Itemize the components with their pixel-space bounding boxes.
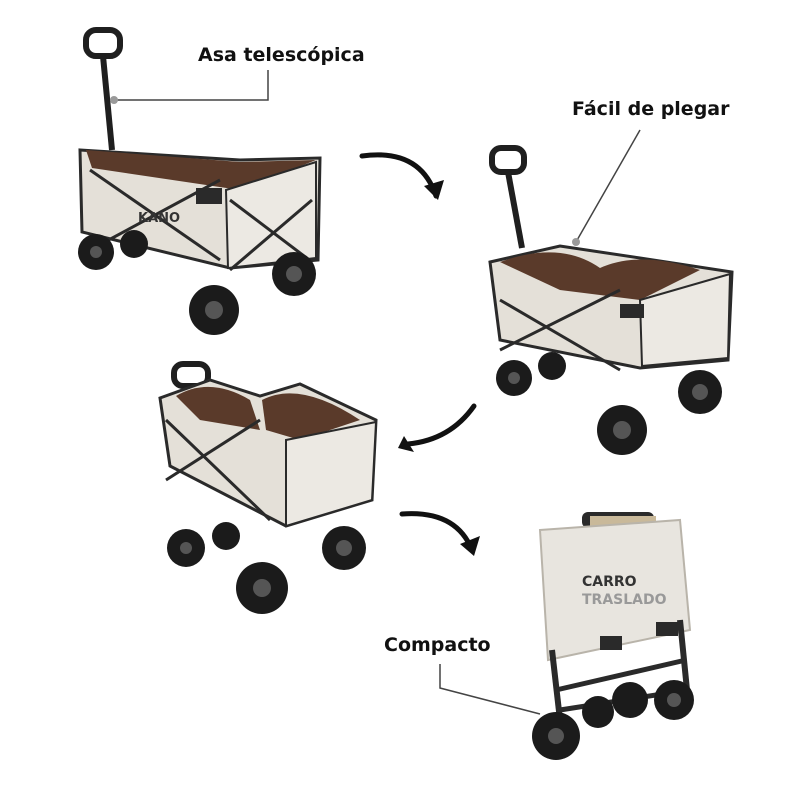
compact-callout-line [439, 664, 541, 715]
label-compact: Compacto [384, 634, 491, 656]
wagon-folded [158, 361, 378, 614]
wagon-folding-wheels [496, 352, 722, 455]
bag-subtitle: TRASLADO [582, 592, 667, 608]
telescopic-handle [83, 27, 123, 151]
wagon-open-wheels [78, 230, 316, 335]
fold-callout-dot [572, 238, 580, 246]
brand-logo: KANO [138, 211, 180, 226]
label-easy-fold: Fácil de plegar [572, 98, 730, 120]
arrow-step-2 [405, 403, 477, 447]
label-telescopic-handle: Asa telescópica [198, 44, 365, 66]
wagon-folding-handle [489, 145, 527, 249]
bag-title: CARRO [582, 574, 637, 590]
wagon-folded-wheels [167, 522, 366, 614]
handle-callout-line [114, 70, 269, 101]
wagon-compact: CARRO TRASLADO [532, 512, 694, 760]
fold-callout-line [575, 129, 641, 243]
wagon-compact-wheels [532, 680, 694, 760]
wagon-folding [488, 145, 734, 455]
arrow-step-1 [359, 152, 439, 199]
handle-callout-dot [110, 96, 118, 104]
wagon-open: KANO [78, 27, 322, 335]
storage-bag [538, 518, 692, 662]
